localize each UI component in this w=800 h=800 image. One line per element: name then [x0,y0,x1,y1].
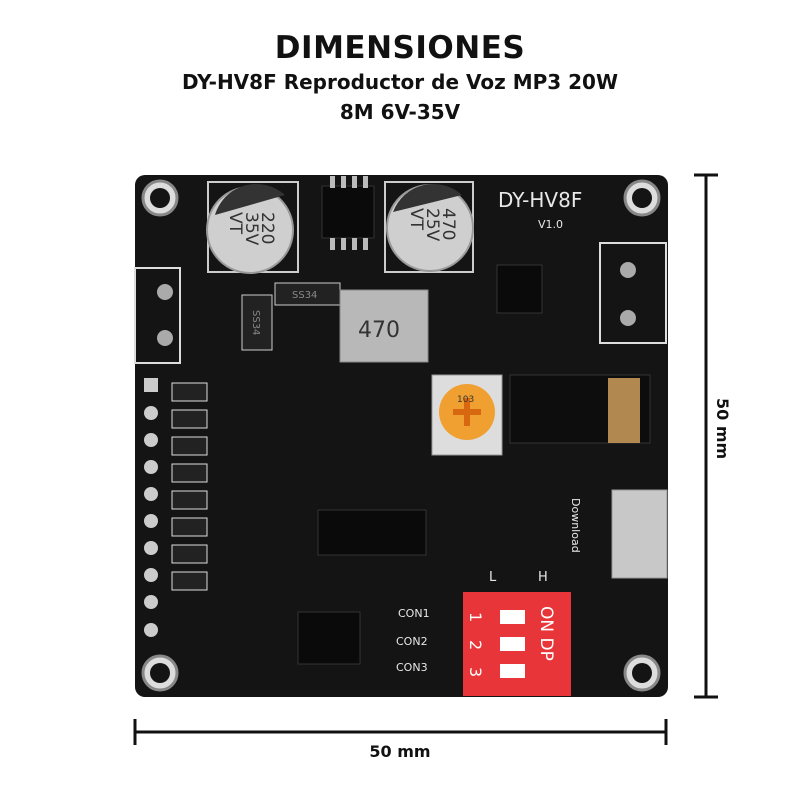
resistor-array [171,382,208,591]
board-model-label: DY-HV8F [498,188,582,212]
dimension-line-horizontal [133,719,668,745]
con1-label: CON1 [398,607,430,620]
dimension-line-vertical [694,173,718,699]
dip-num-2: 2 [466,640,485,650]
board-version-label: V1.0 [538,218,563,231]
cap1-series: VT [225,212,245,235]
download-label: Download [569,498,582,553]
capacitor-220uf [206,181,299,274]
terminal-right [599,242,667,344]
page-title: DIMENSIONES [274,30,526,66]
dip-on-label: ON DP [536,606,556,661]
switch-high-label: H [538,570,548,585]
capacitor-470uf [384,181,474,273]
ic-top [321,176,375,250]
height-dimension-label: 50 mm [713,398,732,460]
width-dimension-label: 50 mm [369,742,431,761]
ic-right [496,264,543,314]
switch-low-label: L [489,570,497,585]
pot-label: 103 [457,395,474,405]
product-spec: 8M 6V-35V [339,100,461,124]
diode2-label: SS34 [250,310,261,335]
terminal-left [134,267,181,364]
diode1-label: SS34 [292,290,317,301]
cap1-voltage: 35V [241,212,261,246]
dip-num-3: 3 [466,667,485,677]
cap2-series: VT [406,208,426,231]
product-name: DY-HV8F Reproductor de Voz MP3 20W [181,70,619,94]
pin-header [144,378,158,637]
main-chip [317,509,427,556]
con3-label: CON3 [396,661,428,674]
inductor-label: 470 [358,318,400,343]
jack-contact [608,378,640,443]
inductor [339,289,429,363]
flash-chip [297,611,361,665]
dip-switch[interactable] [463,592,571,696]
con2-label: CON2 [396,635,428,648]
potentiometer [431,374,503,456]
dip-num-1: 1 [466,612,485,622]
cap2-voltage: 25V [422,208,442,242]
micro-usb-port[interactable] [611,489,668,579]
cap1-value: 220 [257,212,277,244]
cap2-value: 470 [438,208,458,240]
